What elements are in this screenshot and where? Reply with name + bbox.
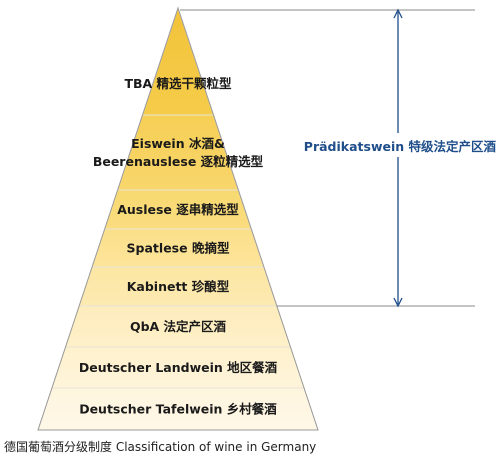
tier-label-3: Auslese 逐串精选型 [117, 202, 239, 217]
pyramid-labels: TBA 精选干颗粒型 Eiswein 冰酒&Beerenauslese 逐粒精选型… [79, 76, 278, 417]
tier-label-1: TBA 精选干颗粒型 [124, 76, 232, 91]
tier-label-7: Deutscher Landwein 地区餐酒 [79, 360, 278, 375]
tier-label-2-line-1: Eiswein 冰酒& [131, 136, 225, 151]
pyramid-tier-2 [116, 114, 240, 191]
pradikatswein-bracket: Prädikatswein 特级法定产区酒 [180, 8, 497, 308]
tier-label-8: Deutscher Tafelwein 乡村餐酒 [79, 402, 277, 417]
bracket-up-arrowhead-icon [393, 8, 403, 19]
tier-label-5: Kabinett 珍酿型 [127, 279, 230, 294]
diagram-caption: 德国葡萄酒分级制度 Classification of wine in Germ… [4, 439, 316, 454]
pyramid-bands [37, 6, 319, 431]
bracket-down-arrowhead-icon [393, 297, 403, 308]
pradikatswein-label: Prädikatswein 特级法定产区酒 [304, 139, 497, 154]
tier-label-6: QbA 法定产区酒 [130, 319, 227, 334]
pyramid-outline [37, 6, 319, 431]
tier-label-4: Spatlese 晚摘型 [127, 241, 230, 256]
tier-label-2-line-2: Beerenauslese 逐粒精选型 [93, 154, 264, 169]
pyramid-tier-1 [141, 6, 215, 116]
